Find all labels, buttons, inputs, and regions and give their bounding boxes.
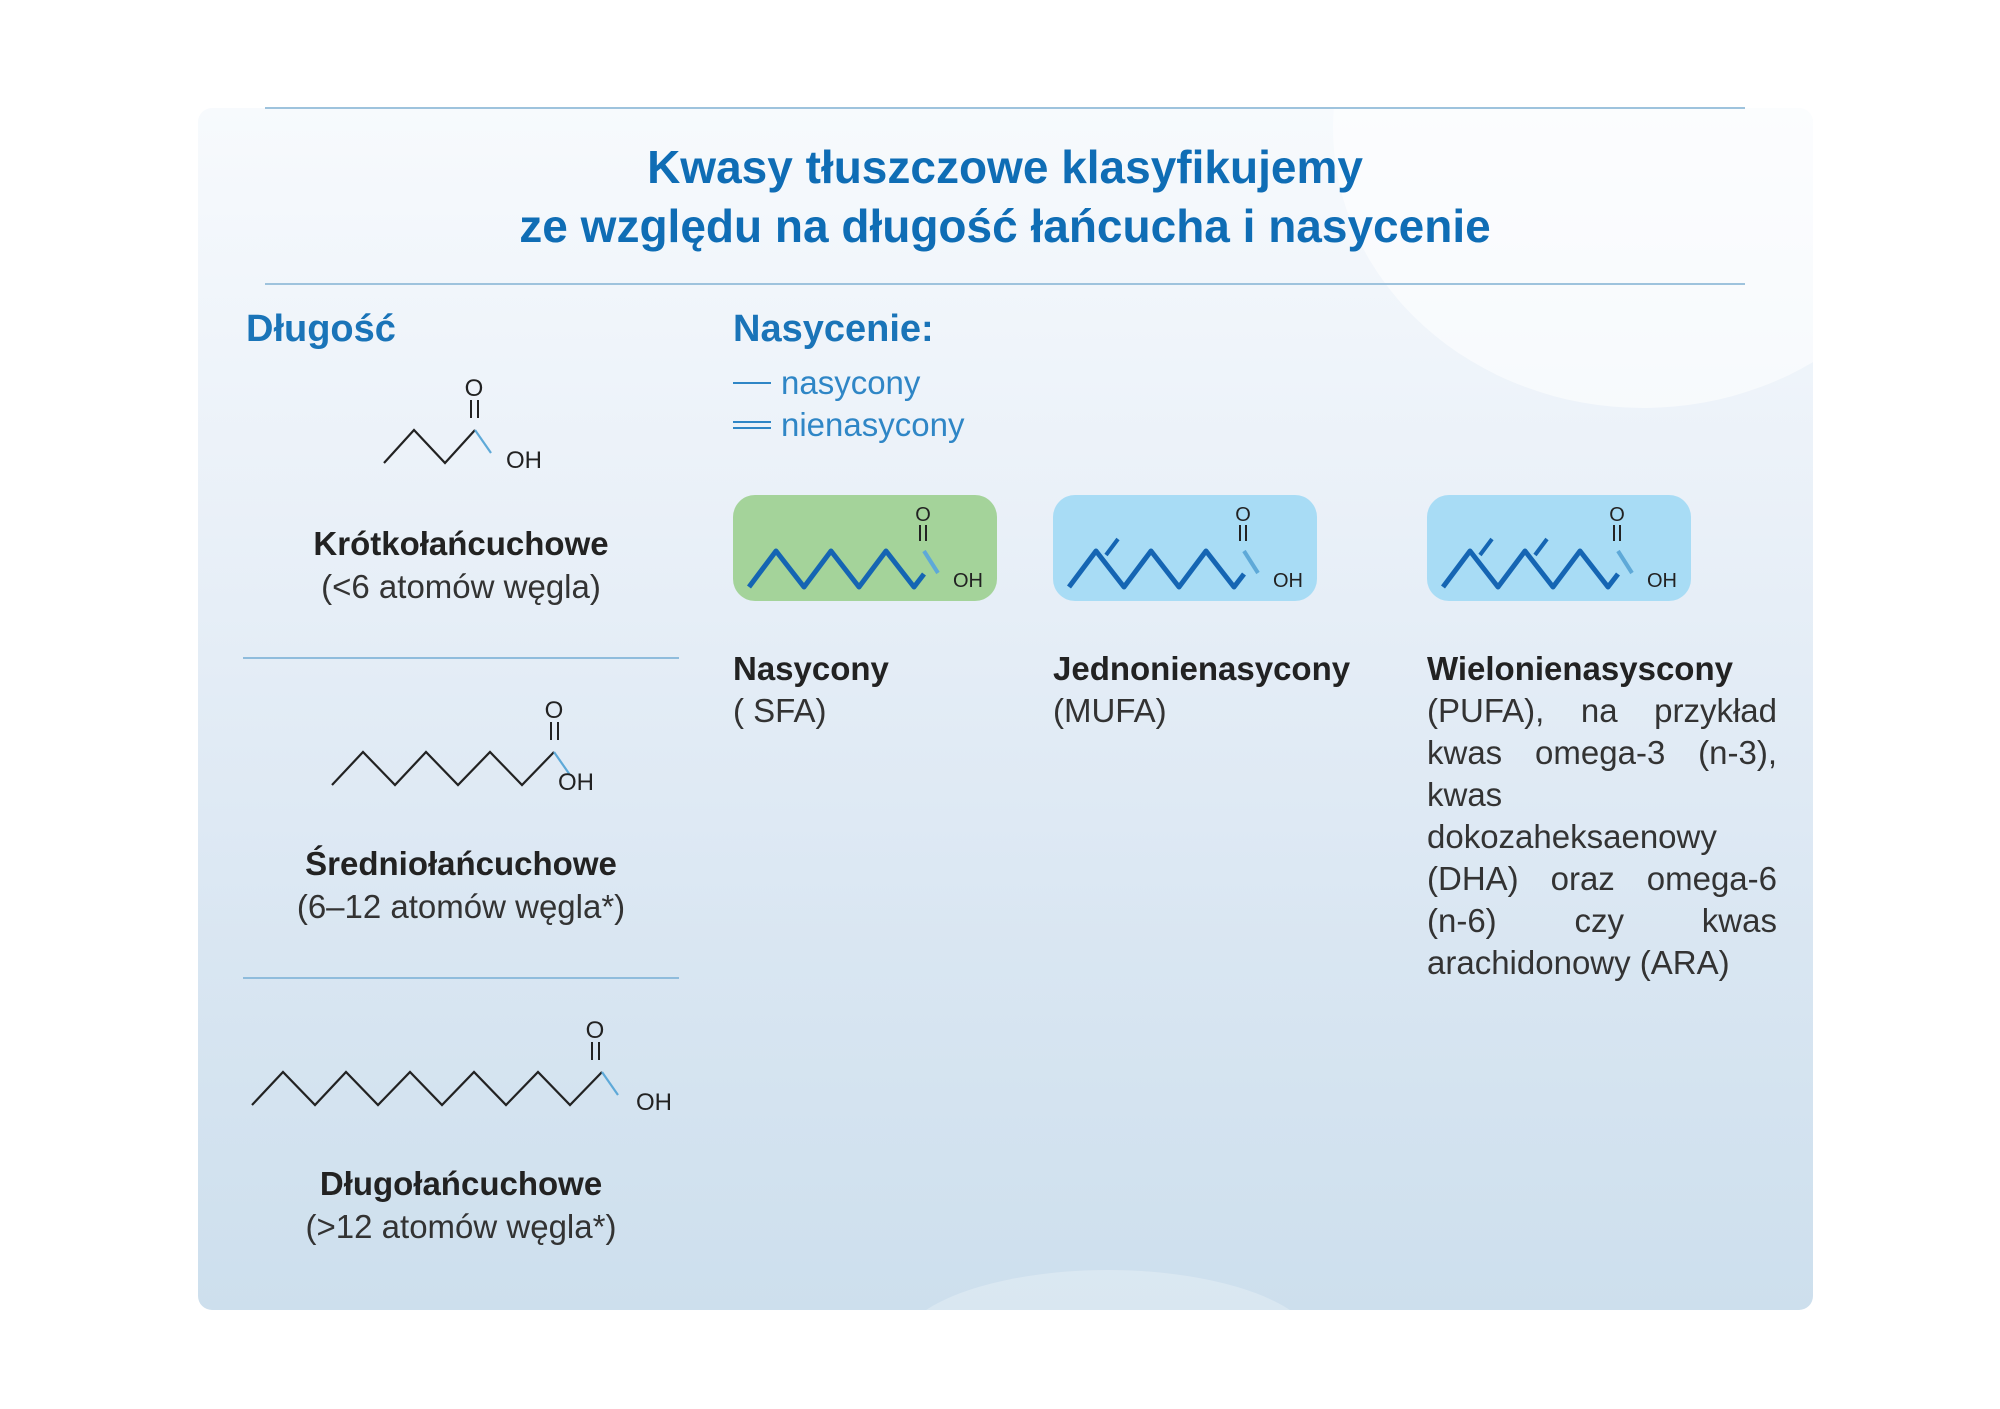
mufa-card: O OH — [1053, 495, 1317, 601]
mufa-text: Jednonienasycony (MUFA) — [1053, 648, 1413, 732]
legend-label: nienasycony — [781, 406, 965, 443]
divider — [243, 657, 679, 659]
category-name: Średniołańcuchowe — [305, 845, 617, 882]
svg-text:OH: OH — [1647, 570, 1677, 592]
page-title: Kwasy tłuszczowe klasyfikujemy ze względ… — [265, 138, 1745, 256]
type-name: Jednonienasycony — [1053, 650, 1351, 687]
type-desc: (MUFA) — [1053, 692, 1167, 729]
svg-text:OH: OH — [953, 570, 983, 592]
decorative-blob — [898, 1270, 1318, 1310]
category-name: Krótkołańcuchowe — [313, 525, 609, 562]
title-line-2: ze względu na długość łańcucha i nasycen… — [519, 200, 1491, 252]
infographic-panel — [198, 108, 1813, 1310]
monounsaturated-chain-icon: O OH — [1067, 504, 1303, 592]
divider — [243, 977, 679, 979]
sfa-card: O OH — [733, 495, 997, 601]
sfa-text: Nasycony ( SFA) — [733, 648, 1033, 732]
title-top-rule — [265, 107, 1745, 109]
pufa-text: Wielonienasyscony (PUFA), na przykład kw… — [1427, 648, 1777, 984]
category-desc: (6–12 atomów węgla*) — [296, 888, 626, 925]
type-desc: ( SFA) — [733, 692, 827, 729]
category-name: Długołańcuchowe — [319, 1165, 603, 1202]
double-bond-icon — [733, 420, 771, 430]
legend-saturated: nasycony — [733, 362, 964, 404]
medium-chain-molecule: O OH — [331, 697, 594, 796]
svg-text:O: O — [545, 697, 564, 724]
svg-text:O: O — [1609, 504, 1625, 526]
polyunsaturated-chain-icon: O OH — [1441, 504, 1677, 592]
svg-text:O: O — [586, 1017, 605, 1044]
saturation-legend: nasycony nienasycony — [733, 362, 964, 446]
title-line-1: Kwasy tłuszczowe klasyfikujemy — [647, 141, 1363, 193]
saturation-heading: Nasycenie: — [733, 308, 934, 350]
single-bond-icon — [733, 378, 771, 388]
long-chain-molecule: O OH — [251, 1017, 672, 1116]
oxygen-label: O — [465, 375, 484, 402]
category-desc: (<6 atomów węgla) — [321, 568, 601, 605]
legend-unsaturated: nienasycony — [733, 404, 964, 446]
pufa-card: O OH — [1427, 495, 1691, 601]
title-bottom-rule — [265, 283, 1745, 285]
category-short: Krótkołańcuchowe (<6 atomów węgla) — [243, 522, 679, 608]
svg-text:O: O — [915, 504, 931, 526]
svg-text:OH: OH — [1273, 570, 1303, 592]
type-name: Nasycony — [733, 650, 889, 687]
svg-text:OH: OH — [558, 769, 594, 796]
saturated-chain-icon: O OH — [747, 504, 983, 592]
category-long: Długołańcuchowe (>12 atomów węgla*) — [243, 1162, 679, 1248]
category-desc: (>12 atomów węgla*) — [305, 1208, 617, 1245]
type-desc: (PUFA), na przykład kwas omega-3 (n-3), … — [1427, 692, 1777, 981]
svg-text:O: O — [1235, 504, 1251, 526]
short-chain-molecule: O OH — [383, 375, 542, 474]
type-name: Wielonienasyscony — [1427, 650, 1733, 687]
legend-label: nasycony — [781, 364, 921, 401]
category-medium: Średniołańcuchowe (6–12 atomów węgla*) — [243, 842, 679, 928]
length-heading: Długość — [246, 308, 396, 350]
svg-text:OH: OH — [636, 1089, 672, 1116]
hydroxyl-label: OH — [506, 447, 542, 474]
